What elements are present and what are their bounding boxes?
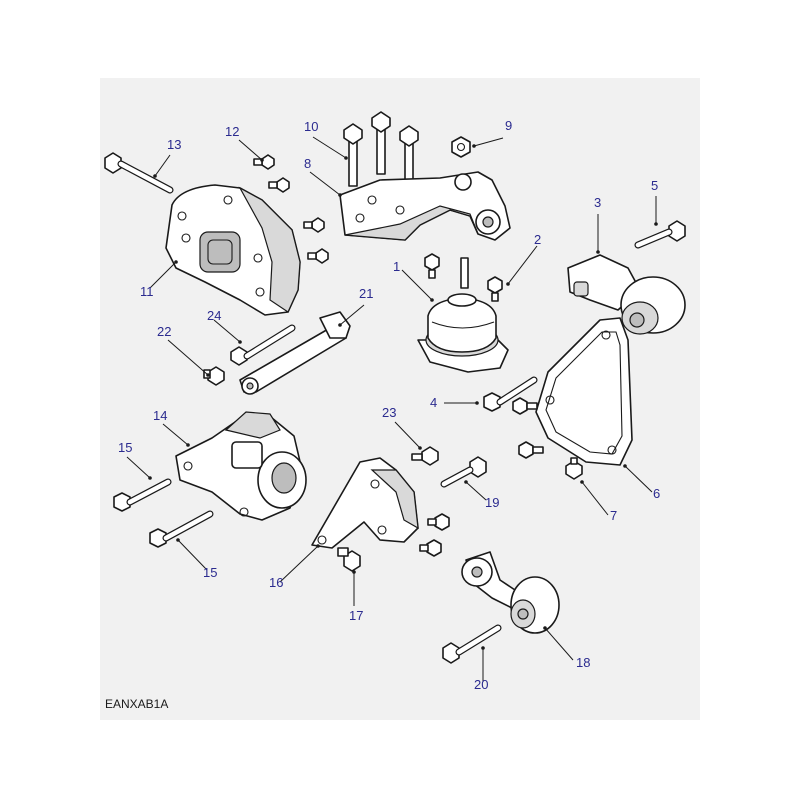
part-8-upper-bracket xyxy=(339,171,511,241)
leader-line xyxy=(309,171,341,196)
part-4-bolts xyxy=(483,376,544,459)
leader-line xyxy=(473,137,504,147)
callout-1: 1 xyxy=(393,259,400,274)
leader-line xyxy=(149,261,177,289)
callout-8: 8 xyxy=(304,156,311,171)
leader-line xyxy=(312,136,347,159)
diagram-reference-code: EANXAB1A xyxy=(105,697,168,711)
leader-line xyxy=(162,423,189,446)
callout-21: 21 xyxy=(359,286,373,301)
part-11-mount-bracket xyxy=(165,184,301,316)
part-19-bolt xyxy=(440,456,487,488)
part-12-small-bolts xyxy=(253,154,329,264)
leader-dot xyxy=(338,323,342,327)
leader-dot xyxy=(338,193,342,197)
leader-dot xyxy=(316,544,320,548)
part-5-bolt xyxy=(634,220,686,249)
part-15-bolts xyxy=(113,478,214,548)
callout-4: 4 xyxy=(430,395,437,410)
leader-dot xyxy=(260,158,264,162)
leader-dot xyxy=(654,222,658,226)
leader-dot xyxy=(418,446,422,450)
leader-lines xyxy=(126,136,658,682)
callout-24: 24 xyxy=(207,308,221,323)
callout-3: 3 xyxy=(594,195,601,210)
leader-dot xyxy=(475,401,479,405)
leader-dot xyxy=(623,464,627,468)
part-7-bolt xyxy=(565,457,583,480)
leader-line xyxy=(401,269,433,301)
leader-dot xyxy=(352,570,356,574)
leader-line xyxy=(339,304,365,326)
leader-dot xyxy=(176,538,180,542)
callout-15-lower: 15 xyxy=(203,565,217,580)
leader-dot xyxy=(153,174,157,178)
part-2-small-bolts xyxy=(424,253,503,302)
callout-19: 19 xyxy=(485,495,499,510)
leader-dot xyxy=(238,340,242,344)
leader-line xyxy=(279,545,319,583)
leader-dot xyxy=(174,260,178,264)
callout-16: 16 xyxy=(269,575,283,590)
leader-dot xyxy=(148,476,152,480)
callout-11: 11 xyxy=(140,284,154,299)
part-10-bolts xyxy=(343,111,419,189)
part-18-torque-arm xyxy=(461,551,560,634)
callout-17: 17 xyxy=(349,608,363,623)
leader-line xyxy=(238,139,263,161)
leader-dot xyxy=(543,626,547,630)
callout-23: 23 xyxy=(382,405,396,420)
leader-line xyxy=(394,421,421,449)
part-24-bolt xyxy=(230,324,296,366)
leader-dot xyxy=(186,443,190,447)
leader-dot xyxy=(506,282,510,286)
leader-line xyxy=(465,481,487,501)
leader-line xyxy=(154,154,171,177)
leader-line xyxy=(177,539,208,571)
part-3-right-mount xyxy=(567,254,686,335)
leader-line xyxy=(213,319,241,343)
callout-6: 6 xyxy=(653,486,660,501)
callout-2: 2 xyxy=(534,232,541,247)
part-misc-bolts xyxy=(419,513,450,557)
callout-15-upper: 15 xyxy=(118,440,132,455)
leader-line xyxy=(167,339,209,376)
leader-dot xyxy=(430,298,434,302)
callout-10: 10 xyxy=(304,119,318,134)
part-20-bolt xyxy=(442,624,502,664)
part-14-lower-bracket xyxy=(175,411,307,521)
leader-dot xyxy=(472,144,476,148)
leader-dot xyxy=(464,480,468,484)
callout-20: 20 xyxy=(474,677,488,692)
leader-line xyxy=(544,627,574,661)
callout-9: 9 xyxy=(505,118,512,133)
callout-5: 5 xyxy=(651,178,658,193)
part-21-tie-rod xyxy=(239,311,351,395)
leader-line xyxy=(581,481,609,516)
callout-12: 12 xyxy=(225,124,239,139)
callout-18: 18 xyxy=(576,655,590,670)
callout-22: 22 xyxy=(157,324,171,339)
leader-dot xyxy=(344,156,348,160)
leader-dot xyxy=(596,250,600,254)
part-1-rubber-mount xyxy=(417,257,509,373)
part-23-bolt xyxy=(411,446,439,466)
leader-dot xyxy=(580,480,584,484)
callout-14: 14 xyxy=(153,408,167,423)
callout-labels: 1 2 3 5 6 7 8 9 10 11 12 13 14 15 15 16 … xyxy=(118,118,660,692)
callout-7: 7 xyxy=(610,508,617,523)
leader-line xyxy=(126,456,151,479)
leader-line xyxy=(624,465,653,493)
leader-dot xyxy=(481,646,485,650)
part-17-bolt xyxy=(337,547,361,572)
part-13-bolt xyxy=(104,152,174,194)
leader-line xyxy=(507,245,538,285)
part-16-center-bracket xyxy=(311,457,419,549)
leader-dot xyxy=(206,373,210,377)
part-6-plate-bracket xyxy=(535,317,633,466)
part-9-nut xyxy=(451,136,471,158)
callout-13: 13 xyxy=(167,137,181,152)
